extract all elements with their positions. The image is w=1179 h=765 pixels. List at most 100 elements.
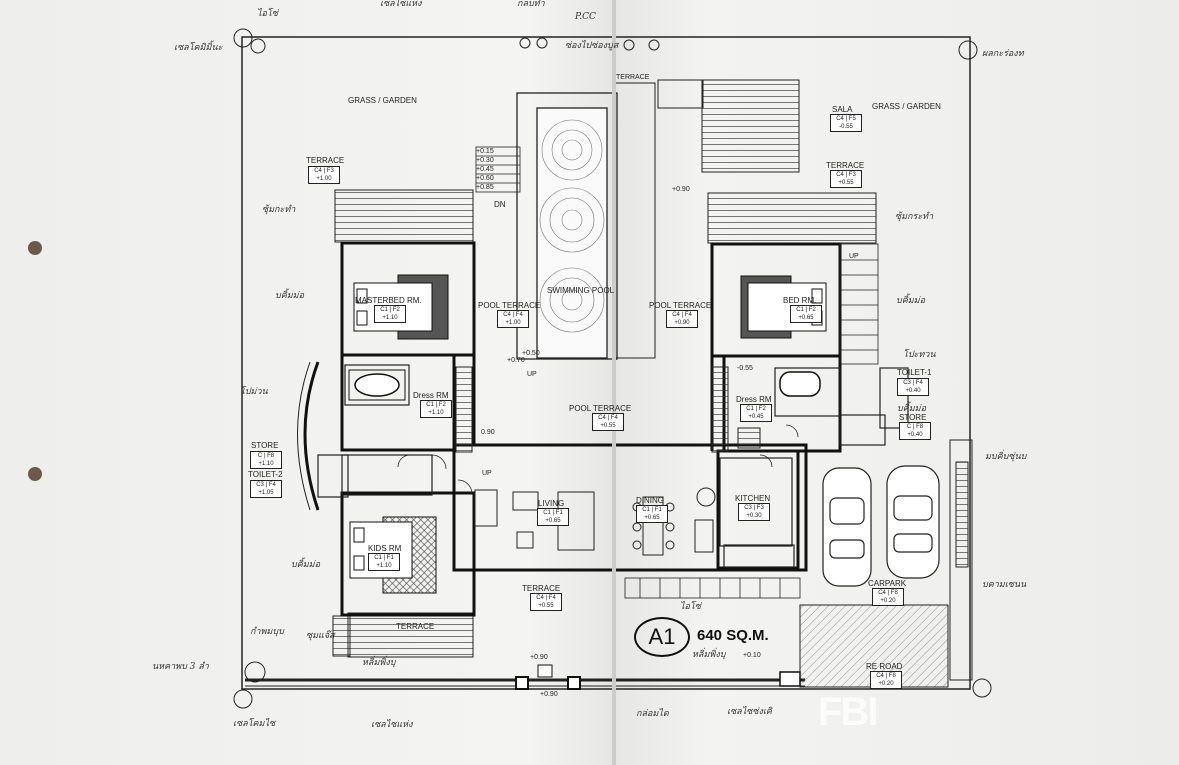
level-marker: +0.90: [540, 691, 558, 698]
label-carpark: CARPARK: [868, 579, 907, 588]
label-dn: DN: [494, 200, 506, 209]
tag-living: C1 | F1+0.65: [537, 508, 569, 526]
handwritten-note: ซุมแจ๊ส: [306, 631, 335, 641]
terrace-deck-right: [707, 192, 877, 244]
handwritten-note: ผลกะร่องท: [982, 49, 1024, 59]
pool-edge: [516, 92, 618, 360]
label-garden-right: GRASS / GARDEN: [872, 102, 941, 111]
label-terrace-tl: TERRACE: [306, 156, 345, 165]
handwritten-note: เซลโคมิมิ้นะ: [174, 43, 223, 53]
gate-post: [779, 671, 801, 687]
tag-store-left: C | F8+1.10: [250, 451, 282, 469]
label-pool-terrace-left: POOL TERRACE: [478, 301, 541, 310]
pool-steps: [475, 146, 521, 193]
handwritten-note: กลบทำ: [517, 0, 545, 9]
level-marker: +0.10: [743, 652, 761, 659]
level-marker: +0.90: [530, 654, 548, 661]
level-marker: 0.90: [481, 429, 495, 436]
label-terrace-kids: TERRACE: [396, 622, 435, 631]
handwritten-note: ไอโซ่: [680, 602, 701, 612]
tag-dress-left: C1 | F2+1.10: [420, 400, 452, 418]
label-sala: SALA: [832, 105, 853, 114]
binder-hole: [28, 241, 42, 255]
wardrobe: [737, 427, 761, 449]
handwritten-note: เซลไซแห่ง: [371, 720, 413, 730]
label-bed-rm: BED RM.: [783, 296, 817, 305]
handwritten-note: บคิ้มม่อ: [897, 404, 927, 414]
handwritten-note: เซลไซซ่งเคิ: [727, 707, 772, 717]
label-master-bed: MASTERBED RM.: [355, 296, 422, 305]
handwritten-note: บคิ้มม่อ: [291, 560, 321, 570]
tag-master: C1 | F2+1.10: [374, 305, 406, 323]
pool-mosaic: [539, 119, 605, 333]
tag-road: C4 | F8+0.20: [870, 671, 902, 689]
kids-bed: [349, 516, 437, 594]
corner-marker: [233, 28, 992, 709]
level-marker: +0.60: [476, 175, 494, 182]
label-dining: DINING: [636, 496, 664, 505]
tag-carpark: C4 | F8+0.20: [872, 588, 904, 606]
tag-dress-right: C1 | F2+0.45: [740, 404, 772, 422]
sala-step: [657, 79, 704, 109]
gate-post: [567, 676, 581, 690]
wardrobe: [711, 366, 729, 453]
bathtub: [354, 373, 400, 397]
level-marker: +0.90: [672, 186, 690, 193]
handwritten-note: บคิ้มม่อ: [896, 296, 926, 306]
parked-car: [822, 467, 872, 587]
handwritten-note: บคิ้มม่อ: [275, 291, 305, 301]
swimming-pool: [536, 107, 608, 359]
label-terrace-bottom: TERRACE: [522, 584, 561, 593]
level-marker: +0.85: [476, 184, 494, 191]
handwritten-note: หลิ่มพิ่งบุ: [362, 658, 396, 668]
handwritten-note: P.CC: [575, 12, 596, 22]
handwritten-note: เซลโคมไซ: [233, 719, 276, 729]
label-road: RE ROAD: [866, 662, 903, 671]
label-living: LIVING: [538, 499, 565, 508]
label-garden-left: GRASS / GARDEN: [348, 96, 417, 105]
label-kitchen: KITCHEN: [735, 494, 771, 503]
tag-terrace-tr: C4 | F3+0.55: [830, 170, 862, 188]
level-marker: -0.55: [737, 365, 753, 372]
bathtub-frame: [348, 369, 406, 401]
label-terrace-top: TERRACE: [616, 74, 650, 81]
plan-title: A1: [634, 617, 690, 657]
handwritten-note: ซุ้มกระทำ: [895, 212, 934, 222]
tag-pool-terrace-right: C4 | F4+0.90: [666, 310, 698, 328]
mailbox: [537, 664, 553, 678]
handwritten-note: โปม่วน: [240, 387, 268, 397]
walls: [340, 241, 842, 617]
label-up: UP: [849, 253, 859, 260]
label-store-left: STORE: [251, 441, 279, 450]
level-marker: +0.15: [476, 148, 494, 155]
wardrobe: [455, 366, 473, 453]
tag-pool-terrace-center: C4 | F4+0.55: [592, 413, 624, 431]
partitions: [317, 364, 909, 568]
handwritten-note: โปะทวน: [903, 350, 936, 360]
tag-pool-terrace-left: C4 | F4+1.00: [497, 310, 529, 328]
handwritten-note: มบคิ่บซุ่นบ: [985, 452, 1027, 462]
bathtub: [779, 371, 821, 397]
handwritten-note: ซุ้มกะทำ: [262, 205, 296, 215]
tag-store-right: C | F8+0.40: [899, 422, 931, 440]
terrace-deck-left: [334, 189, 474, 243]
label-pool-terrace-right: POOL TERRACE: [649, 301, 712, 310]
side-planter: [949, 439, 973, 681]
tag-sala: C4 | F5-0.55: [830, 114, 862, 132]
curved-wall: [297, 361, 311, 511]
bed-rm-bed: [740, 275, 827, 339]
property-boundary: [241, 36, 971, 690]
level-marker: +0.70: [507, 357, 525, 364]
label-store-right: STORE: [899, 413, 927, 422]
tag-bed: C1 | F2+0.65: [790, 305, 822, 323]
handwritten-note: กล่อมได: [636, 709, 669, 719]
tag-kids: C1 | F1+1.10: [368, 553, 400, 571]
stair: [839, 243, 879, 365]
tag-toilet-right: C3 | F4+0.40: [897, 378, 929, 396]
terrace-deck-bottom: [347, 612, 474, 658]
label-kids-rm: KIDS RM: [368, 544, 402, 553]
handwritten-note: ซ่องไปซ่องบูส: [565, 41, 619, 51]
level-marker: +0.50: [522, 350, 540, 357]
tag-terrace-tl: C4 | F3+1.00: [308, 166, 340, 184]
